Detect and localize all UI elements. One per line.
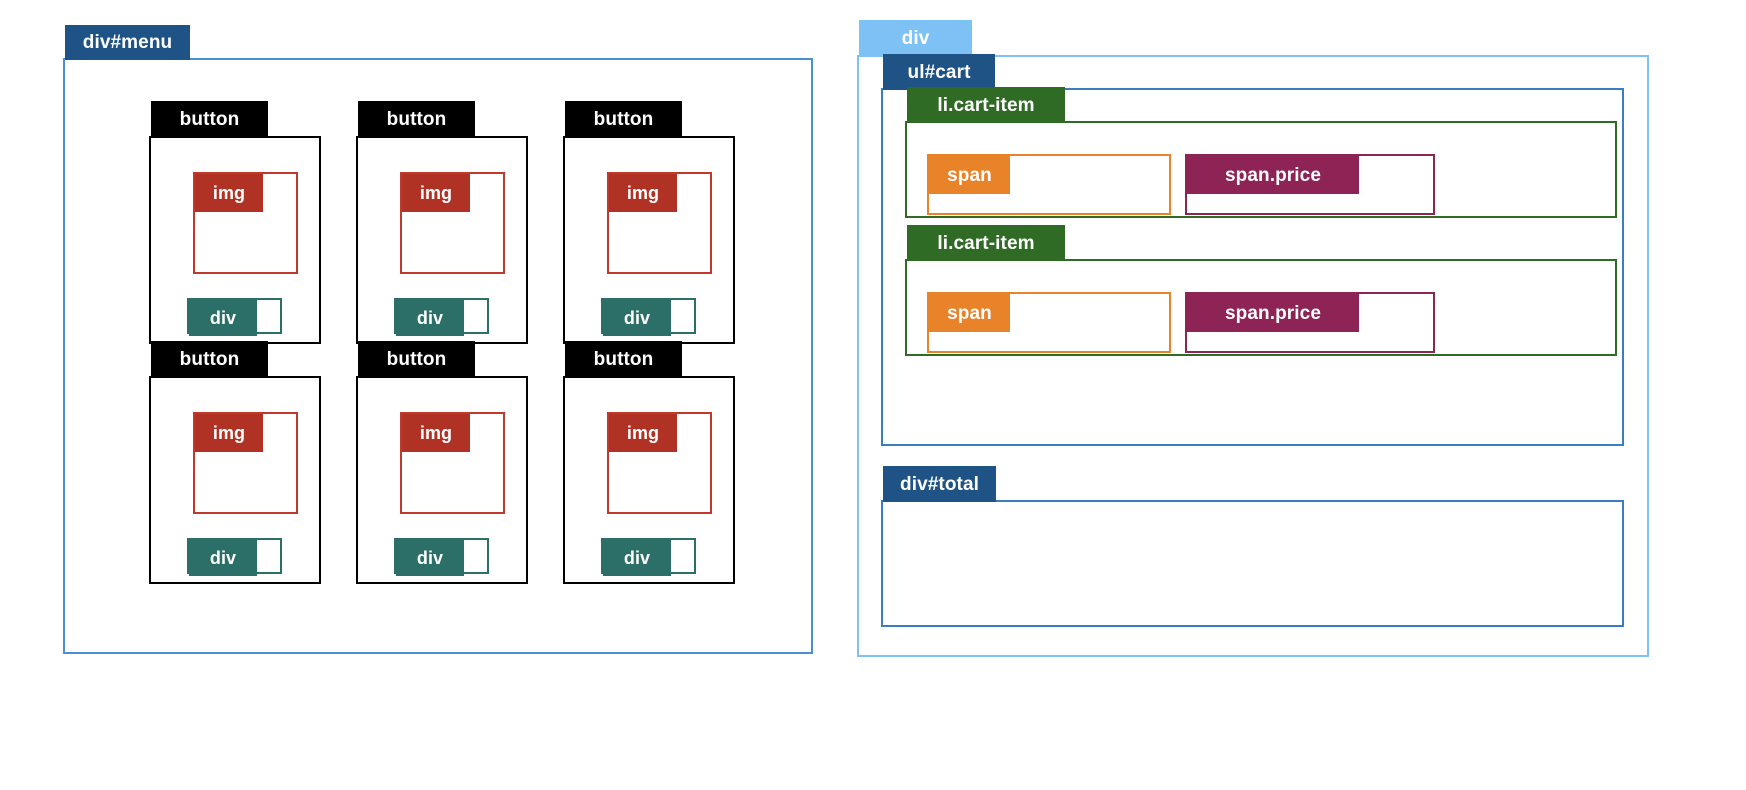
div-label: div bbox=[396, 540, 464, 576]
menu-button-card[interactable]: button img div bbox=[356, 341, 528, 584]
cart-item-label: li.cart-item bbox=[907, 87, 1065, 123]
sidebar-container: div ul#cart li.cart-item span span.price… bbox=[857, 20, 1649, 657]
product-image-box: img bbox=[607, 412, 712, 514]
menu-button-card[interactable]: button img div bbox=[149, 341, 321, 584]
product-image-box: img bbox=[400, 172, 505, 274]
cart-item-price-box: span.price bbox=[1185, 154, 1435, 215]
button-label: button bbox=[358, 101, 475, 138]
div-label: div bbox=[603, 300, 671, 336]
div-label: div bbox=[189, 540, 257, 576]
menu-button-card[interactable]: button img div bbox=[356, 101, 528, 344]
product-caption-box: div bbox=[394, 298, 489, 336]
product-image-box: img bbox=[400, 412, 505, 514]
menu-button-card[interactable]: button img div bbox=[563, 101, 735, 344]
cart-item-label: li.cart-item bbox=[907, 225, 1065, 261]
span-label: span bbox=[929, 294, 1010, 332]
div-label: div bbox=[189, 300, 257, 336]
button-label: button bbox=[151, 101, 268, 138]
img-label: img bbox=[195, 174, 263, 212]
cart-item[interactable]: li.cart-item span span.price bbox=[905, 87, 1617, 218]
span-price-label: span.price bbox=[1187, 156, 1359, 194]
cart-list-label: ul#cart bbox=[883, 54, 995, 90]
cart-item-name-box: span bbox=[927, 154, 1171, 215]
product-image-box: img bbox=[193, 172, 298, 274]
cart-total-label: div#total bbox=[883, 466, 996, 502]
product-caption-box: div bbox=[601, 298, 696, 336]
cart-item[interactable]: li.cart-item span span.price bbox=[905, 225, 1617, 356]
span-label: span bbox=[929, 156, 1010, 194]
cart-total-container: div#total bbox=[881, 466, 1624, 627]
product-image-box: img bbox=[193, 412, 298, 514]
sidebar-container-label: div bbox=[859, 20, 972, 57]
product-caption-box: div bbox=[187, 298, 282, 336]
button-label: button bbox=[565, 341, 682, 378]
product-caption-box: div bbox=[601, 538, 696, 576]
cart-item-price-box: span.price bbox=[1185, 292, 1435, 353]
menu-container-label: div#menu bbox=[65, 25, 190, 60]
product-image-box: img bbox=[607, 172, 712, 274]
span-price-label: span.price bbox=[1187, 294, 1359, 332]
product-caption-box: div bbox=[394, 538, 489, 576]
menu-button-card[interactable]: button img div bbox=[149, 101, 321, 344]
button-label: button bbox=[358, 341, 475, 378]
menu-button-card[interactable]: button img div bbox=[563, 341, 735, 584]
cart-item-name-box: span bbox=[927, 292, 1171, 353]
img-label: img bbox=[402, 414, 470, 452]
product-caption-box: div bbox=[187, 538, 282, 576]
img-label: img bbox=[195, 414, 263, 452]
button-label: button bbox=[565, 101, 682, 138]
div-label: div bbox=[396, 300, 464, 336]
menu-container: div#menu button img div button img div b… bbox=[63, 25, 813, 654]
img-label: img bbox=[609, 174, 677, 212]
img-label: img bbox=[402, 174, 470, 212]
cart-list: ul#cart li.cart-item span span.price li.… bbox=[881, 54, 1624, 446]
img-label: img bbox=[609, 414, 677, 452]
button-label: button bbox=[151, 341, 268, 378]
div-label: div bbox=[603, 540, 671, 576]
